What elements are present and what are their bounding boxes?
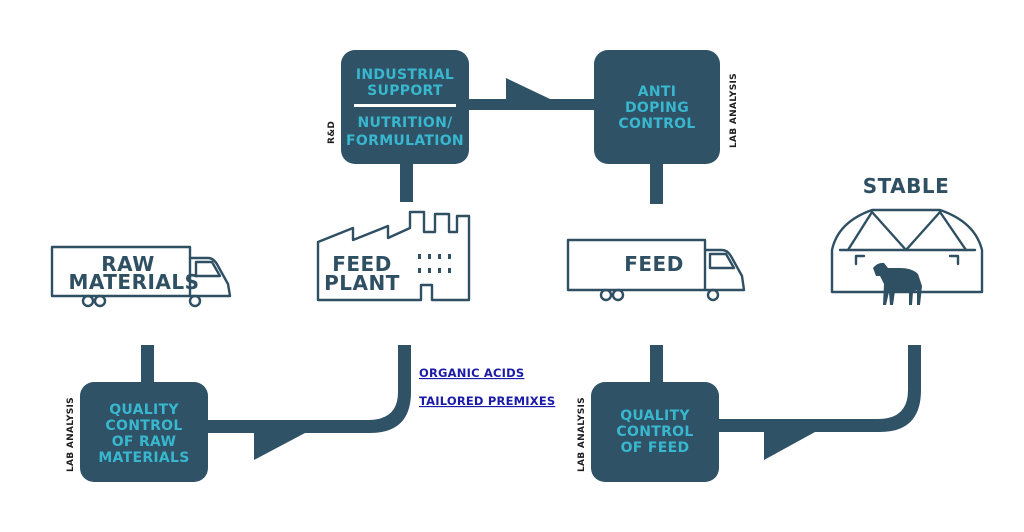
- connectors: [141, 78, 921, 460]
- qc-raw-line-2: CONTROL: [105, 418, 182, 434]
- tailored-premixes-link[interactable]: TAILORED PREMIXES: [419, 394, 555, 408]
- industrial-support-box: INDUSTRIAL SUPPORT NUTRITION/ FORMULATIO…: [341, 50, 469, 164]
- stable-icon: STABLE: [830, 174, 984, 305]
- qc-feed-line-1: QUALITY: [620, 408, 690, 424]
- arrow-right-bottom: [764, 432, 815, 460]
- rd-label: R&D: [327, 121, 337, 144]
- nutrition-line-1: NUTRITION/: [357, 115, 453, 131]
- feed-plant-factory-icon: FEED PLANT: [316, 210, 471, 302]
- connector-raw-down: [141, 345, 154, 385]
- arrow-left-bottom: [254, 433, 305, 460]
- arrow-top: [506, 78, 550, 99]
- feed-plant-line-2: PLANT: [324, 271, 400, 295]
- raw-materials-line-2: MATERIALS: [68, 270, 199, 294]
- qc-raw-line-1: QUALITY: [109, 402, 179, 418]
- connector-feedplant-up: [400, 162, 413, 202]
- connector-feed-up: [650, 162, 663, 204]
- qc-feed-box: QUALITY CONTROL OF FEED: [591, 382, 719, 482]
- box-divider: [354, 104, 456, 107]
- feed-truck-icon: FEED: [566, 238, 746, 302]
- connector-stable-curve: [718, 345, 921, 432]
- connector-feedplant-curve: [208, 345, 411, 433]
- industrial-support-line-2: SUPPORT: [367, 83, 443, 99]
- organic-acids-link[interactable]: ORGANIC ACIDS: [419, 366, 524, 380]
- lab-analysis-mid-label: LAB ANALYSIS: [577, 397, 587, 472]
- lab-analysis-top-label: LAB ANALYSIS: [729, 73, 739, 148]
- qc-raw-line-4: MATERIALS: [98, 450, 189, 466]
- anti-doping-line-1: ANTI: [638, 84, 677, 100]
- lab-analysis-left-label: LAB ANALYSIS: [66, 397, 76, 472]
- feed-label: FEED: [624, 252, 684, 276]
- stable-label: STABLE: [863, 174, 950, 198]
- connector-feed-down: [650, 345, 663, 387]
- anti-doping-box: ANTI DOPING CONTROL: [594, 50, 720, 164]
- feed-plant-line-1: FEED: [332, 252, 392, 276]
- industrial-support-line-1: INDUSTRIAL: [356, 67, 454, 83]
- nutrition-line-2: FORMULATION: [346, 133, 464, 149]
- qc-raw-line-3: OF RAW: [112, 434, 177, 450]
- qc-feed-line-2: CONTROL: [616, 424, 693, 440]
- raw-materials-truck-icon: RAW MATERIALS: [50, 245, 232, 308]
- anti-doping-line-3: CONTROL: [618, 116, 695, 132]
- qc-feed-line-3: OF FEED: [621, 440, 690, 456]
- qc-raw-materials-box: QUALITY CONTROL OF RAW MATERIALS: [80, 382, 208, 482]
- anti-doping-line-2: DOPING: [625, 100, 689, 116]
- connector-top: [468, 99, 598, 110]
- raw-materials-line-1: RAW: [101, 252, 155, 276]
